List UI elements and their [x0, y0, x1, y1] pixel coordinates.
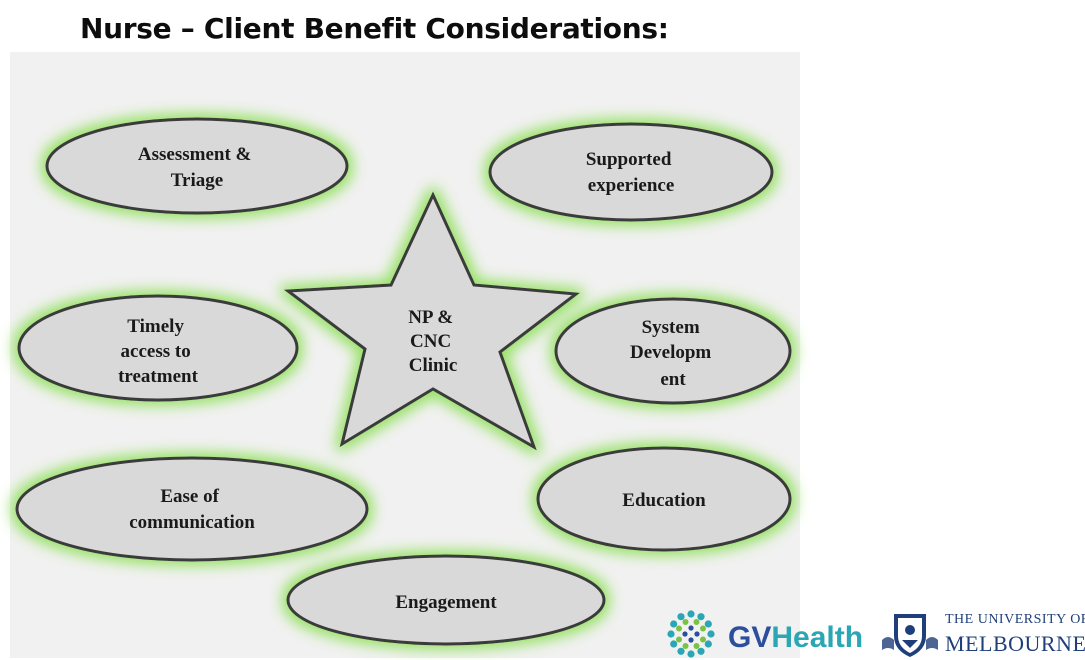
- node-engagement: Engagement: [286, 554, 606, 646]
- node-system-development: System Developm ent: [554, 297, 792, 405]
- node-ellipse: [536, 446, 792, 552]
- gv-health-wordmark-part: Health: [771, 621, 864, 654]
- node-ellipse: [17, 294, 299, 402]
- footer-logos: GVHealth THE UNIVERSITY OF MELBOURNE: [656, 608, 1085, 660]
- university-name-line: THE UNIVERSITY OF: [945, 612, 1085, 627]
- node-label: Engagement: [395, 592, 497, 613]
- node-label-line: Developm: [630, 342, 711, 363]
- node-assessment-triage: Assessment & Triage: [45, 117, 349, 215]
- slide-title: Nurse – Client Benefit Considerations:: [80, 12, 669, 45]
- node-label-line: Triage: [171, 170, 223, 191]
- gv-health-flower-icon: [667, 610, 715, 658]
- node-label-line: System: [642, 317, 700, 338]
- star-label-line: Clinic: [409, 355, 458, 376]
- node-label: System Developm ent: [630, 317, 716, 390]
- node-ellipse: [554, 297, 792, 405]
- node-label-line: Engagement: [395, 592, 497, 613]
- star-label-line: CNC: [410, 331, 451, 352]
- node-ease-of-communication: Ease of communication: [15, 456, 369, 562]
- node-ellipse: [45, 117, 349, 215]
- center-star: NP & CNC Clinic: [283, 191, 580, 451]
- node-label-line: communication: [129, 512, 255, 533]
- node-label: Ease of communication: [129, 486, 255, 533]
- node-education: Education: [536, 446, 792, 552]
- gv-health-wordmark: GVHealth: [728, 620, 863, 656]
- node-ellipse: [286, 554, 606, 646]
- node-label: Timely access to treatment: [118, 316, 199, 387]
- university-crest-icon: [882, 614, 938, 657]
- node-label-line: access to: [121, 341, 191, 362]
- node-label-line: Timely: [127, 316, 184, 337]
- node-label-line: experience: [588, 175, 675, 196]
- node-label-line: Ease of: [160, 486, 219, 507]
- university-name-line: MELBOURNE: [945, 631, 1085, 656]
- node-label: Assessment & Triage: [138, 144, 256, 191]
- node-label-line: treatment: [118, 366, 199, 387]
- node-ellipse: [15, 456, 369, 562]
- node-label: Education: [622, 490, 706, 511]
- node-supported-experience: Supported experience: [488, 122, 774, 222]
- node-label-line: ent: [660, 369, 686, 390]
- node-timely-access: Timely access to treatment: [17, 294, 299, 402]
- star-label-line: NP &: [408, 307, 453, 328]
- node-label-line: Assessment &: [138, 144, 251, 165]
- star-shape: [283, 191, 580, 451]
- gv-health-wordmark-part: GV: [728, 621, 772, 654]
- node-label: Supported experience: [586, 149, 676, 196]
- node-ellipse: [488, 122, 774, 222]
- star-label: NP & CNC Clinic: [408, 307, 458, 376]
- node-label-line: Education: [622, 490, 706, 511]
- node-label-line: Supported: [586, 149, 672, 170]
